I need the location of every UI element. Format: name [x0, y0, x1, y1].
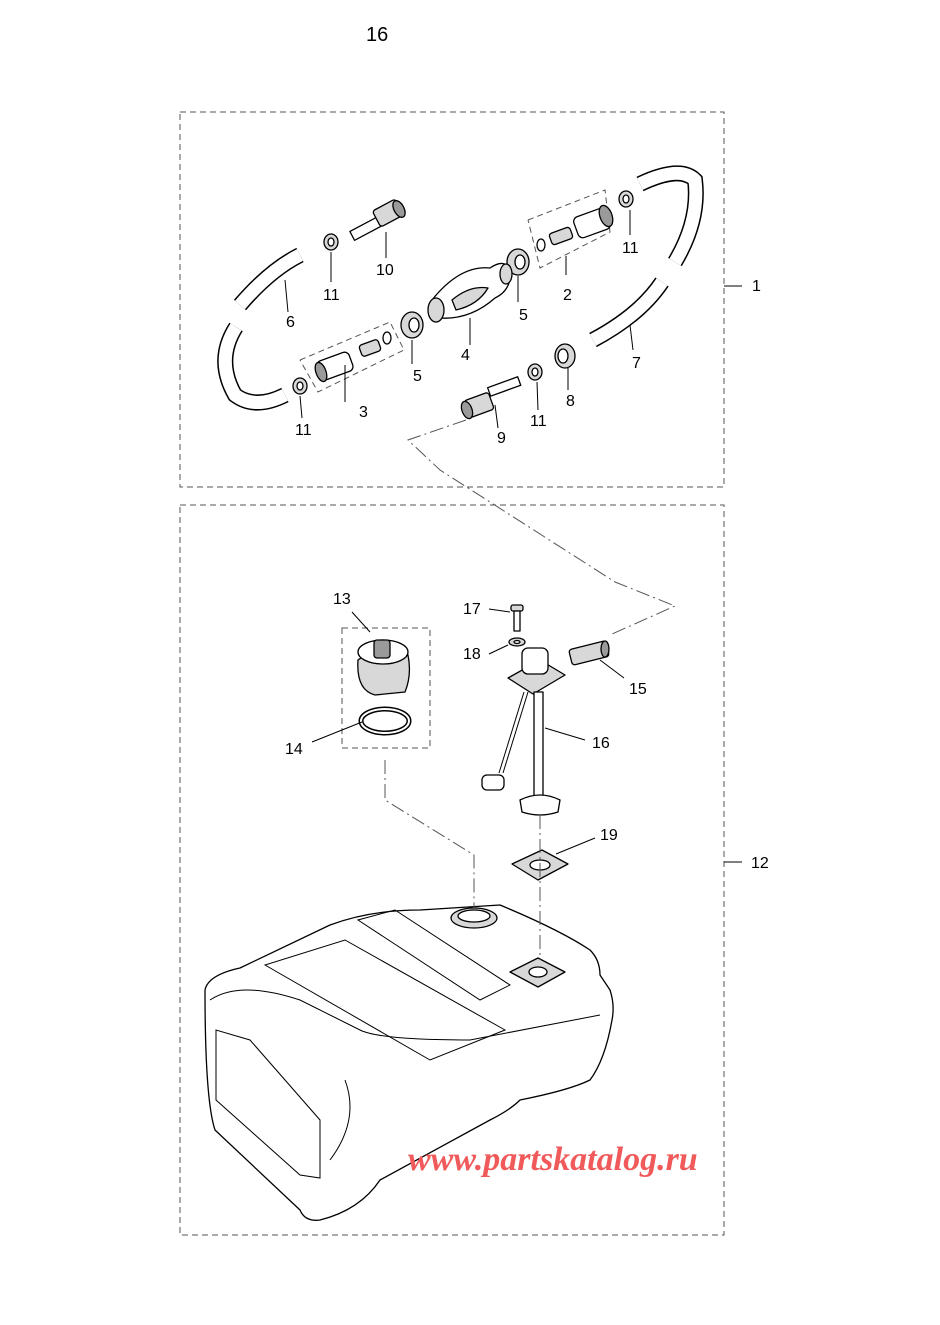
fuel-gauge-16	[481, 647, 566, 816]
group-frame-1	[179, 111, 725, 488]
callout-11d: 11	[530, 413, 547, 430]
callout-19: 19	[600, 827, 618, 844]
screw-17	[510, 604, 524, 632]
callout-18: 18	[463, 646, 481, 663]
hose-7	[589, 165, 704, 348]
connector-10	[349, 199, 406, 241]
callout-11a: 11	[323, 287, 340, 304]
callout-12: 12	[751, 855, 769, 872]
coupler-2	[536, 204, 614, 252]
page-number: 16	[366, 24, 389, 46]
callout-17: 17	[463, 601, 481, 618]
callout-5a: 5	[519, 307, 528, 324]
group-frame-2	[527, 189, 611, 269]
washer-18	[508, 637, 526, 647]
connector-9	[460, 376, 522, 420]
callout-9: 9	[497, 430, 506, 447]
callout-11b: 11	[622, 240, 639, 257]
callout-8: 8	[566, 393, 575, 410]
o-ring-14	[358, 706, 412, 736]
group-frame-13	[341, 627, 431, 749]
callout-15: 15	[629, 681, 647, 698]
coupler-3	[314, 331, 392, 383]
callout-1: 1	[752, 278, 761, 295]
group-frame-3	[299, 321, 405, 393]
hose-6	[217, 247, 304, 411]
callout-4: 4	[461, 347, 470, 364]
callout-2: 2	[563, 287, 572, 304]
group-frame-12	[179, 504, 725, 1236]
clamp-8	[554, 343, 576, 369]
connection-line-14-tank	[384, 760, 475, 910]
callout-10: 10	[376, 262, 394, 279]
leader-lines	[284, 210, 742, 863]
watermark: www.partskatalog.ru	[408, 1141, 698, 1178]
callout-5b: 5	[413, 368, 422, 385]
callout-6: 6	[286, 314, 295, 331]
tank-cap-13	[357, 639, 411, 696]
tank-fitting-15	[568, 640, 610, 666]
clamp-5	[400, 248, 530, 339]
callout-16: 16	[592, 735, 610, 752]
ring-11	[292, 190, 634, 395]
callout-13: 13	[333, 591, 351, 608]
callout-3: 3	[359, 404, 368, 421]
callout-11c: 11	[295, 422, 312, 439]
fuel-tank-12	[204, 904, 614, 1221]
callout-7: 7	[632, 355, 641, 372]
callout-14: 14	[285, 741, 303, 758]
connection-line-9-15	[407, 419, 677, 635]
primer-bulb-4	[427, 262, 513, 323]
